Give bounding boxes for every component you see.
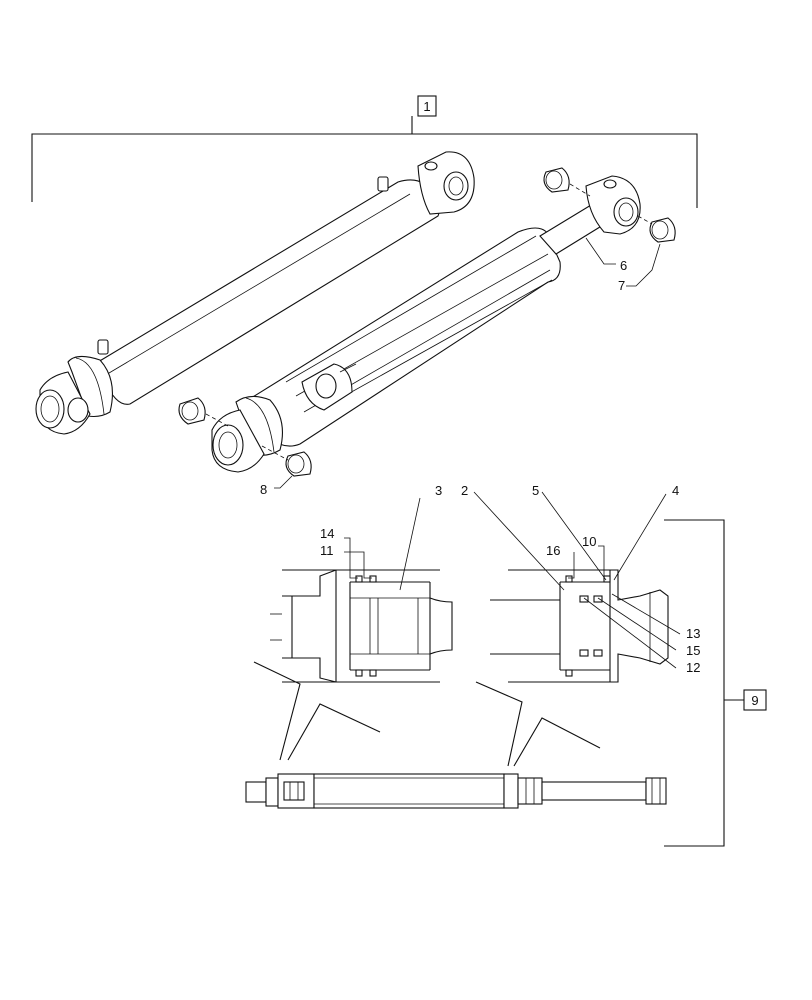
callout-12-label: 12 bbox=[686, 660, 700, 675]
bushing-item-8 bbox=[285, 451, 312, 477]
callout-15-label: 15 bbox=[686, 643, 700, 658]
seal-kit-bracket-9 bbox=[664, 519, 744, 847]
callout-8-label: 8 bbox=[260, 482, 267, 497]
callout-1-label: 1 bbox=[423, 99, 430, 114]
callout-3-label: 3 bbox=[435, 483, 442, 498]
callout-6-label: 6 bbox=[620, 258, 627, 273]
callout-9-label: 9 bbox=[751, 693, 758, 708]
cylinder-assembled bbox=[35, 151, 475, 435]
callout-11-label: 11 bbox=[320, 543, 334, 558]
callout-box-1[interactable]: 1 bbox=[417, 95, 437, 117]
detail-piston-section bbox=[270, 569, 453, 683]
bushing-top-left bbox=[543, 167, 570, 193]
assembly-bracket-1 bbox=[31, 116, 698, 208]
callout-16-label: 16 bbox=[546, 543, 560, 558]
callout-box-9[interactable]: 9 bbox=[743, 689, 767, 711]
callout-10-label: 10 bbox=[582, 534, 596, 549]
callout-4-label: 4 bbox=[672, 483, 679, 498]
detail-gland-section bbox=[490, 569, 669, 683]
bushing-item-7 bbox=[649, 217, 676, 243]
callout-7-label: 7 bbox=[618, 278, 625, 293]
cylinder-cutaway bbox=[211, 175, 641, 473]
bushing-mid bbox=[178, 397, 206, 425]
cylinder-side-view bbox=[245, 773, 667, 809]
callout-14-label: 14 bbox=[320, 526, 334, 541]
callout-13-label: 13 bbox=[686, 626, 700, 641]
callout-5-label: 5 bbox=[532, 483, 539, 498]
callout-2-label: 2 bbox=[461, 483, 468, 498]
